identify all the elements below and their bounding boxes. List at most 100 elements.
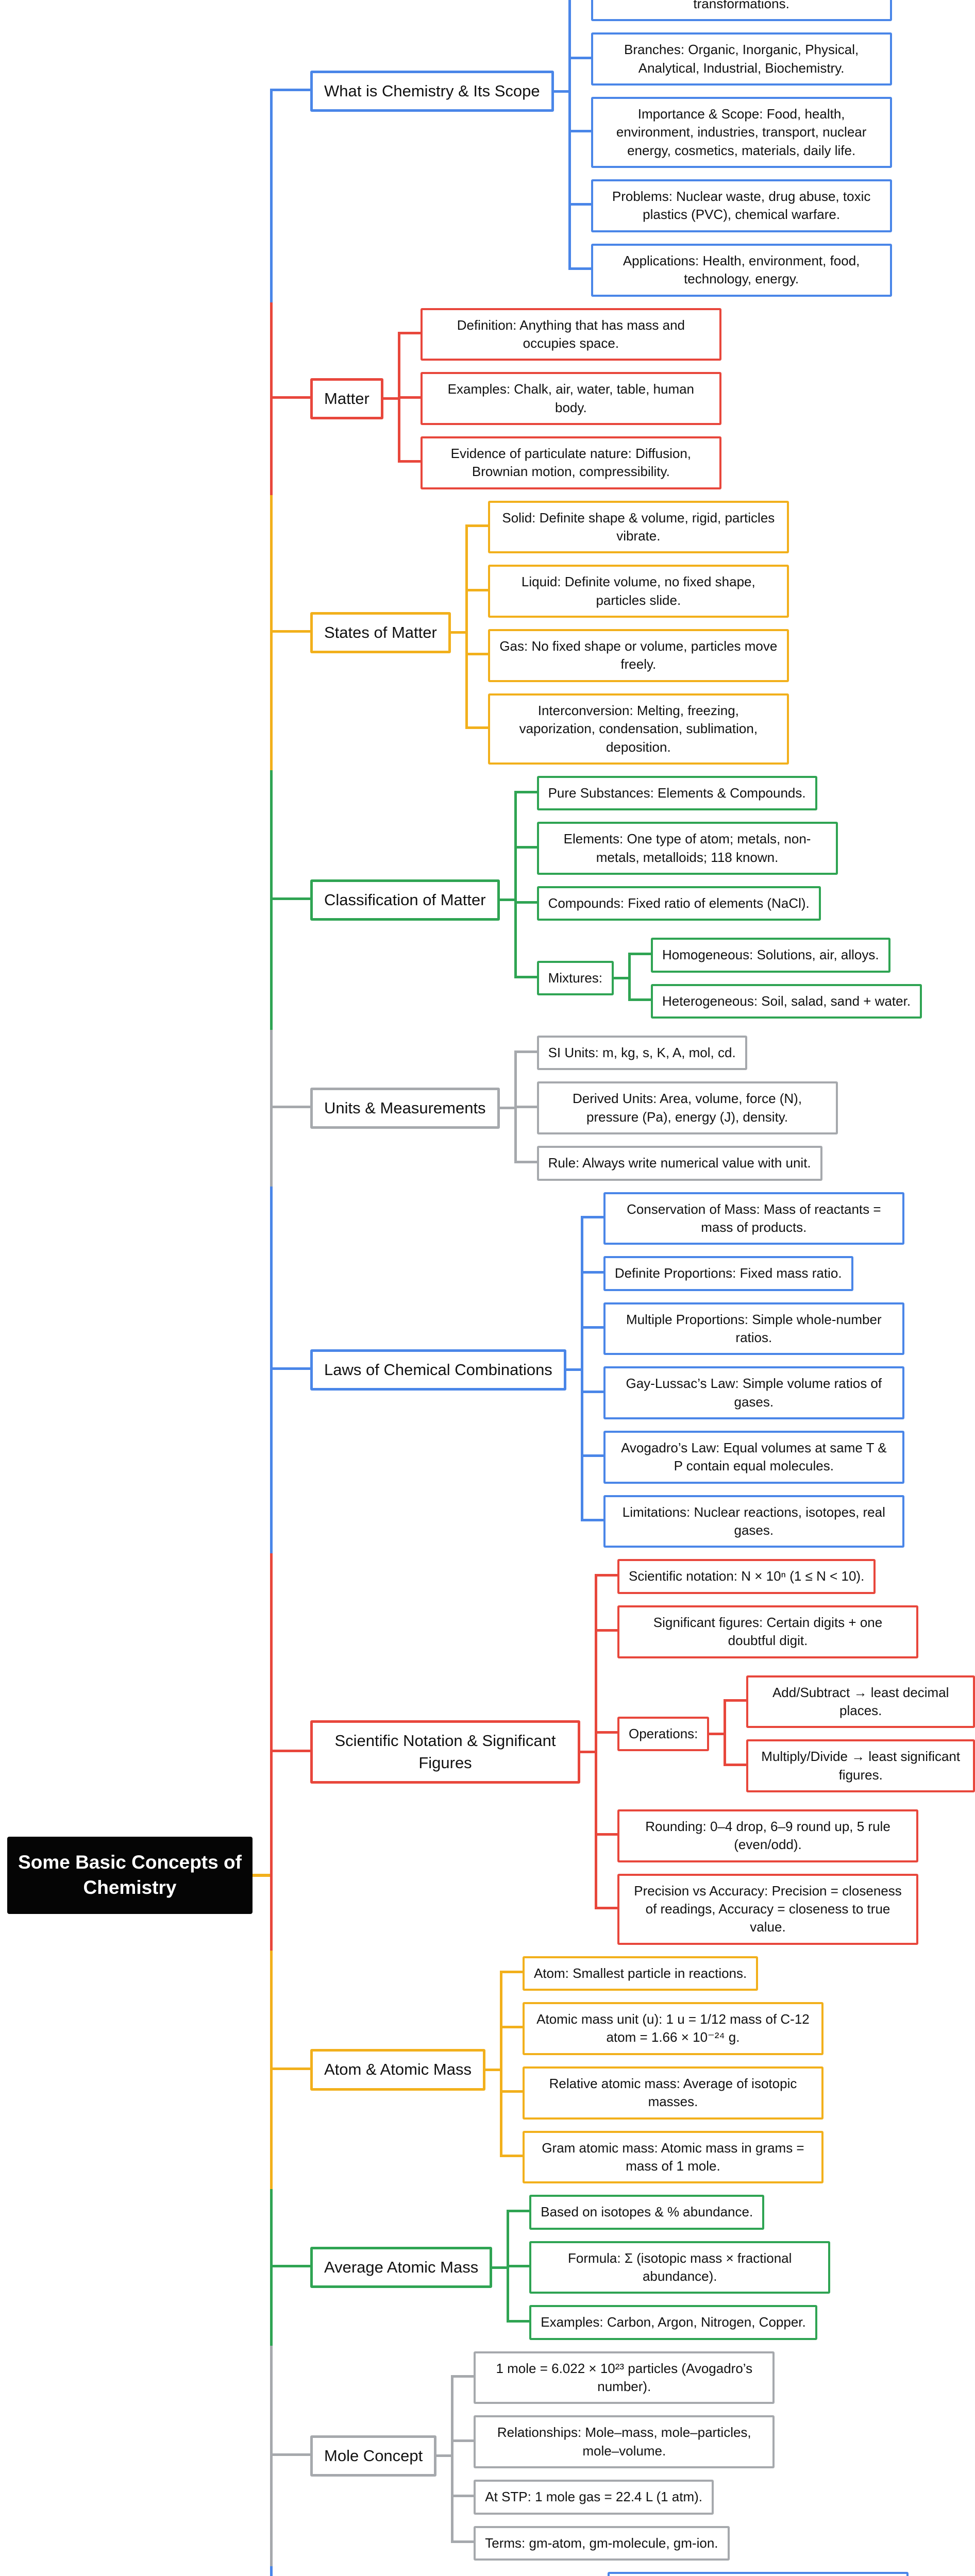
branch-row: Matter Definition: Anything that has mass… (310, 302, 721, 495)
leaf-node-pure-substances-elements-compounds: Pure Substances: Elements & Compounds. (536, 775, 817, 811)
children-container: 1 mole = 6.022 × 10²³ particles (Avogadr… (451, 2346, 775, 2566)
connector-stub (553, 90, 568, 93)
leaf-node-atom-smallest-particle-in-reactions: Atom: Smallest particle in reactions. (522, 1956, 759, 1991)
branch-row: Classification of Matter Pure Substances:… (310, 770, 922, 1030)
leaf-node-gas-no-fixed-shape-or-volume-particles-m: Gas: No fixed shape or volume, particles… (488, 629, 789, 682)
leaf-wrap-definition-anything-that-has-mass-and-oc: Definition: Anything that has mass and o… (397, 302, 721, 367)
leaf-wrap-multiply-divide-least-significant-figure: Multiply/Divide → least significant figu… (724, 1734, 975, 1798)
subtopic-node-mixtures: Mixtures: (536, 961, 614, 996)
leaf-wrap-formula-isotopic-mass-fractional-abundan: Formula: Σ (isotopic mass × fractional a… (507, 2235, 831, 2300)
leaf-node-scientific-notation-n-10-1-n-10: Scientific notation: N × 10ⁿ (1 ≤ N < 10… (617, 1559, 876, 1594)
leaf-node-solid-definite-shape-volume-rigid-partic: Solid: Definite shape & volume, rigid, p… (488, 500, 789, 554)
branch-classification-of-matter: Classification of Matter Pure Substances:… (270, 770, 975, 1030)
leaf-wrap-atom-smallest-particle-in-reactions: Atom: Smallest particle in reactions. (499, 1951, 823, 1997)
children-container: Molecular mass: Sum of atomic masses in … (585, 2566, 909, 2576)
leaf-node-elements-one-type-of-atom-metals-non-met: Elements: One type of atom; metals, non-… (536, 822, 838, 875)
leaf-node-relative-atomic-mass-average-of-isotopic: Relative atomic mass: Average of isotopi… (522, 2066, 823, 2120)
leaf-node-liquid-definite-volume-no-fixed-shape-pa: Liquid: Definite volume, no fixed shape,… (488, 565, 789, 618)
root-connector (253, 1874, 270, 1877)
leaf-node-significant-figures-certain-digits-one-d: Significant figures: Certain digits + on… (617, 1605, 918, 1658)
topic-node-what-is-chemistry-its-scope: What is Chemistry & Its Scope (310, 70, 554, 112)
children-container: Definition: Study of matter, its propert… (568, 0, 892, 302)
leaf-wrap-atomic-mass-unit-u-1-u-1-12-mass-of-c-12: Atomic mass unit (u): 1 u = 1/12 mass of… (499, 1996, 823, 2061)
branch-row: Molecular Mass & Formula MassMolecular m… (310, 2566, 909, 2576)
leaf-wrap-compounds-fixed-ratio-of-elements-nacl: Compounds: Fixed ratio of elements (NaCl… (514, 880, 922, 927)
leaf-wrap-molecular-mass-sum-of-atomic-masses-in-a: Molecular mass: Sum of atomic masses in … (585, 2566, 909, 2576)
branch-row: Average Atomic Mass Based on isotopes & %… (310, 2189, 831, 2345)
connector-stub (499, 899, 514, 902)
connector-stub (492, 2266, 507, 2269)
topic-node-average-atomic-mass: Average Atomic Mass (310, 2246, 493, 2289)
leaf-node-evidence-of-particulate-nature-diffusion: Evidence of particulate nature: Diffusio… (420, 436, 721, 489)
leaf-node-si-units-m-kg-s-k-a-mol-cd: SI Units: m, kg, s, K, A, mol, cd. (536, 1036, 747, 1071)
leaf-wrap-branches-organic-inorganic-physical-anal: Branches: Organic, Inorganic, Physical, … (568, 27, 892, 91)
leaf-node-examples-carbon-argon-nitrogen-copper: Examples: Carbon, Argon, Nitrogen, Coppe… (529, 2305, 817, 2340)
leaf-wrap-rule-always-write-numerical-value-with-u: Rule: Always write numerical value with … (514, 1140, 838, 1186)
leaf-wrap-elements-one-type-of-atom-metals-non-met: Elements: One type of atom; metals, non-… (514, 816, 922, 880)
branch-laws-of-chemical-combinations: Laws of Chemical Combinations Conservatio… (270, 1186, 975, 1554)
leaf-wrap-evidence-of-particulate-nature-diffusion: Evidence of particulate nature: Diffusio… (397, 430, 721, 495)
children-container: Atom: Smallest particle in reactions. Ato… (499, 1951, 823, 2190)
leaf-node-problems-nuclear-waste-drug-abuse-toxic-: Problems: Nuclear waste, drug abuse, tox… (591, 179, 892, 232)
children-container: Homogeneous: Solutions, air, alloys.Hete… (628, 932, 922, 1024)
leaf-wrap-applications-health-environment-food-tec: Applications: Health, environment, food,… (568, 238, 892, 302)
connector-stub (709, 1732, 724, 1735)
topic-node-units-measurements: Units & Measurements (310, 1087, 500, 1129)
connector-stub (566, 1368, 581, 1371)
leaf-wrap-definite-proportions-fixed-mass-ratio: Definite Proportions: Fixed mass ratio. (580, 1250, 904, 1297)
connector-stub (499, 1107, 514, 1110)
leaf-wrap-gay-lussac-s-law-simple-volume-ratios-of: Gay-Lussac’s Law: Simple volume ratios o… (580, 1361, 904, 1425)
leaf-wrap-solid-definite-shape-volume-rigid-partic: Solid: Definite shape & volume, rigid, p… (465, 495, 789, 560)
children-container: Based on isotopes & % abundance. Formula:… (507, 2189, 831, 2345)
leaf-wrap-at-stp-1-mole-gas-22-4-l-1-atm: At STP: 1 mole gas = 22.4 L (1 atm). (451, 2474, 775, 2520)
connector-stub (580, 1751, 595, 1754)
leaf-wrap-scientific-notation-n-10-1-n-10: Scientific notation: N × 10ⁿ (1 ≤ N < 10… (595, 1553, 975, 1600)
topic-node-classification-of-matter: Classification of Matter (310, 879, 500, 921)
connector-stub (383, 397, 398, 400)
leaf-wrap-pure-substances-elements-compounds: Pure Substances: Elements & Compounds. (514, 770, 922, 817)
leaf-node-precision-vs-accuracy-precision-closenes: Precision vs Accuracy: Precision = close… (617, 1873, 918, 1945)
children-container: Solid: Definite shape & volume, rigid, p… (465, 495, 789, 770)
leaf-wrap-significant-figures-certain-digits-one-d: Significant figures: Certain digits + on… (595, 1599, 975, 1664)
leaf-wrap-terms-gm-atom-gm-molecule-gm-ion: Terms: gm-atom, gm-molecule, gm-ion. (451, 2520, 775, 2566)
connector-stub (436, 2454, 451, 2458)
topic-node-matter: Matter (310, 378, 383, 419)
leaf-node-avogadro-s-law-equal-volumes-at-same-t-p: Avogadro’s Law: Equal volumes at same T … (603, 1431, 904, 1484)
leaf-node-molecular-mass-sum-of-atomic-masses-in-a: Molecular mass: Sum of atomic masses in … (608, 2571, 909, 2576)
leaf-node-multiple-proportions-simple-whole-number: Multiple Proportions: Simple whole-numbe… (603, 1302, 904, 1355)
branch-molecular-mass-formula-mass: Molecular Mass & Formula MassMolecular m… (270, 2566, 975, 2576)
leaf-node-at-stp-1-mole-gas-22-4-l-1-atm: At STP: 1 mole gas = 22.4 L (1 atm). (474, 2480, 714, 2515)
leaf-wrap-based-on-isotopes-abundance: Based on isotopes & % abundance. (507, 2189, 830, 2236)
branch-row: Units & Measurements SI Units: m, kg, s, … (310, 1030, 838, 1186)
leaf-wrap-examples-carbon-argon-nitrogen-copper: Examples: Carbon, Argon, Nitrogen, Coppe… (507, 2299, 830, 2345)
leaf-node-branches-organic-inorganic-physical-anal: Branches: Organic, Inorganic, Physical, … (591, 32, 892, 86)
leaf-wrap-conservation-of-mass-mass-of-reactants-m: Conservation of Mass: Mass of reactants … (580, 1187, 904, 1251)
branches-container: What is Chemistry & Its ScopeDefinition:… (270, 0, 975, 2576)
connector-stub (450, 631, 465, 634)
leaf-node-compounds-fixed-ratio-of-elements-nacl: Compounds: Fixed ratio of elements (NaCl… (536, 886, 821, 921)
branch-row: What is Chemistry & Its Scope Definition:… (310, 0, 892, 302)
leaf-wrap-relationships-mole-mass-mole-particles-m: Relationships: Mole–mass, mole–particles… (451, 2410, 775, 2474)
leaf-wrap-interconversion-melting-freezing-vaporiz: Interconversion: Melting, freezing, vapo… (465, 687, 789, 770)
leaf-wrap-relative-atomic-mass-average-of-isotopic: Relative atomic mass: Average of isotopi… (499, 2060, 823, 2125)
leaf-wrap-multiple-proportions-simple-whole-number: Multiple Proportions: Simple whole-numbe… (580, 1296, 904, 1361)
leaf-node-based-on-isotopes-abundance: Based on isotopes & % abundance. (529, 2195, 765, 2230)
leaf-node-examples-chalk-air-water-table-human-bod: Examples: Chalk, air, water, table, huma… (420, 372, 721, 425)
leaf-node-limitations-nuclear-reactions-isotopes-r: Limitations: Nuclear reactions, isotopes… (603, 1495, 904, 1548)
branch-row: Scientific Notation & Significant Figure… (310, 1553, 975, 1950)
leaf-node-homogeneous-solutions-air-alloys: Homogeneous: Solutions, air, alloys. (651, 938, 890, 973)
leaf-wrap-homogeneous-solutions-air-alloys: Homogeneous: Solutions, air, alloys. (628, 932, 922, 979)
leaf-node-definition-anything-that-has-mass-and-oc: Definition: Anything that has mass and o… (420, 308, 721, 361)
branch-atom-atomic-mass: Atom & Atomic Mass Atom: Smallest particl… (270, 1950, 975, 2190)
leaf-node-interconversion-melting-freezing-vaporiz: Interconversion: Melting, freezing, vapo… (488, 693, 789, 765)
leaf-node-atomic-mass-unit-u-1-u-1-12-mass-of-c-12: Atomic mass unit (u): 1 u = 1/12 mass of… (522, 2002, 823, 2055)
branch-average-atomic-mass: Average Atomic Mass Based on isotopes & %… (270, 2189, 975, 2346)
leaf-wrap-rounding-0-4-drop-6-9-round-up-5-rule-ev: Rounding: 0–4 drop, 6–9 round up, 5 rule… (595, 1803, 975, 1868)
topic-node-laws-of-chemical-combinations: Laws of Chemical Combinations (310, 1349, 566, 1391)
leaf-wrap-si-units-m-kg-s-k-a-mol-cd: SI Units: m, kg, s, K, A, mol, cd. (514, 1030, 838, 1076)
topic-node-atom-atomic-mass: Atom & Atomic Mass (310, 2049, 485, 2091)
branch-what-is-chemistry-its-scope: What is Chemistry & Its Scope Definition:… (270, 0, 975, 302)
